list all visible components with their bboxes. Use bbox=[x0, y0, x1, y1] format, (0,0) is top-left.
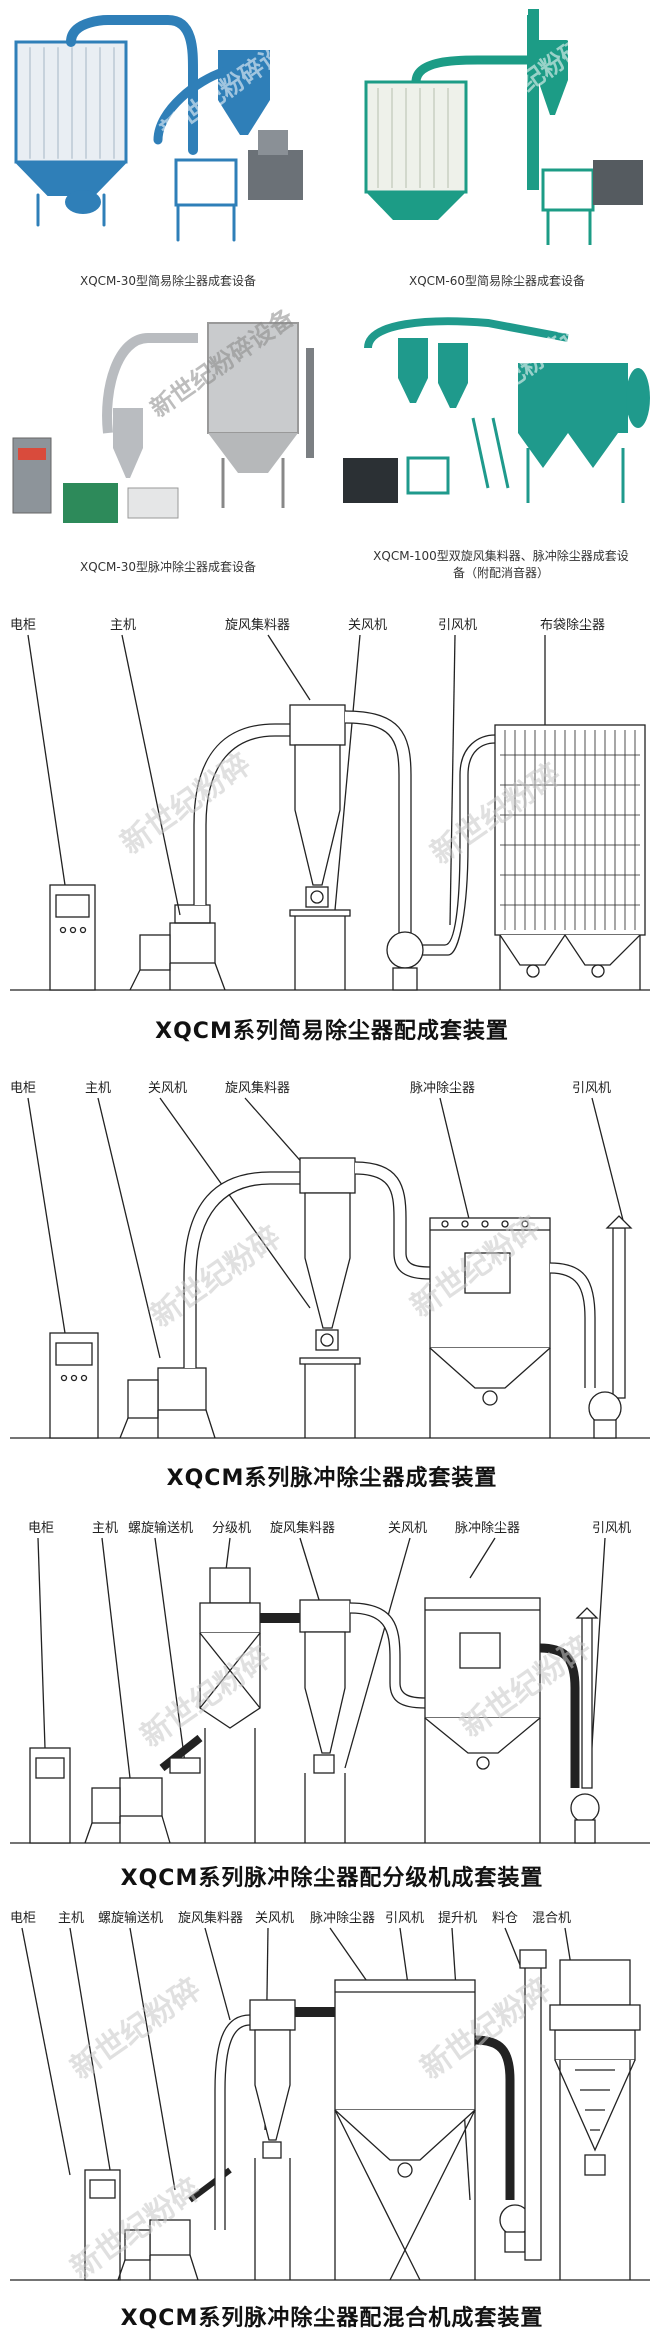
photo-caption-2: XQCM-60型简易除尘器成套设备 bbox=[409, 274, 585, 288]
diagram-pulse-with-classifier: 电柜 主机 螺旋输送机 分级机 旋风集料器 关风机 脉冲除尘器 引风机 新世纪粉… bbox=[0, 1508, 664, 1908]
diagram-label: 混合机 bbox=[532, 1911, 571, 1926]
diagram-label: 电柜 bbox=[10, 1081, 36, 1096]
diagram-label: 旋风集料器 bbox=[225, 1080, 290, 1096]
diagram-label: 旋风集料器 bbox=[225, 617, 290, 633]
diagram-label: 分级机 bbox=[212, 1521, 251, 1536]
dust-collector-set-photo-icon: 新世纪粉碎设备 bbox=[364, 5, 643, 245]
diagram-label: 引风机 bbox=[572, 1081, 611, 1096]
diagram-label: 引风机 bbox=[438, 618, 477, 633]
product-photo-3: 新世纪粉碎设备 bbox=[8, 303, 328, 553]
pulse-collector-set-photo-icon: 新世纪粉碎设备 bbox=[12, 303, 314, 523]
diagram-label: 脉冲除尘器 bbox=[455, 1521, 520, 1536]
diagram-watermark: 新世纪粉碎 bbox=[65, 1972, 208, 2087]
diagram-label: 旋风集料器 bbox=[270, 1520, 335, 1536]
simple-dust-collector-diagram: 电柜 主机 旋风集料器 关风机 引风机 布袋除尘器 新世纪粉碎 新世纪粉碎 bbox=[10, 617, 650, 991]
diagram-label: 主机 bbox=[58, 1911, 84, 1926]
diagram-label: 布袋除尘器 bbox=[540, 618, 605, 633]
diagram-label: 主机 bbox=[85, 1081, 111, 1096]
diagram-label: 关风机 bbox=[388, 1521, 427, 1536]
diagram-label: 电柜 bbox=[28, 1521, 54, 1536]
product-photo-4: 新世纪粉碎设备 bbox=[338, 303, 656, 553]
product-photo-2: 新世纪粉碎设备 bbox=[338, 5, 656, 265]
photo-caption-3: XQCM-30型脉冲除尘器成套设备 bbox=[80, 560, 256, 574]
photo-watermark: 新世纪粉碎设备 bbox=[155, 25, 309, 145]
pulse-dust-collector-diagram: 电柜 主机 关风机 旋风集料器 脉冲除尘器 引风机 新世纪粉碎 新世纪粉碎 bbox=[10, 1080, 650, 1439]
diagram-label: 螺旋输送机 bbox=[128, 1520, 193, 1536]
pulse-with-classifier-diagram: 电柜 主机 螺旋输送机 分级机 旋风集料器 关风机 脉冲除尘器 引风机 新世纪粉… bbox=[10, 1520, 650, 1844]
diagram-watermark: 新世纪粉碎 bbox=[115, 747, 258, 862]
diagram-title: XQCM系列脉冲除尘器配分级机成套装置 bbox=[120, 1866, 544, 1891]
double-cyclone-set-photo-icon: 新世纪粉碎设备 bbox=[343, 303, 650, 503]
diagram-label: 关风机 bbox=[255, 1911, 294, 1926]
photo-caption-4: XQCM-100型双旋风集料器、脉冲除尘器成套设备（附配消音器） bbox=[373, 549, 629, 580]
diagram-title: XQCM系列脉冲除尘器成套装置 bbox=[166, 1466, 498, 1491]
diagram-label: 引风机 bbox=[385, 1911, 424, 1926]
diagram-label: 提升机 bbox=[438, 1910, 477, 1926]
diagram-label: 关风机 bbox=[148, 1081, 187, 1096]
dust-collector-set-photo-icon: 新世纪粉碎设备 bbox=[14, 15, 310, 242]
diagram-label: 脉冲除尘器 bbox=[310, 1911, 375, 1926]
diagram-pulse-dust-collector: 电柜 主机 关风机 旋风集料器 脉冲除尘器 引风机 新世纪粉碎 新世纪粉碎 XQ… bbox=[0, 1068, 664, 1508]
diagram-label: 主机 bbox=[110, 618, 136, 633]
diagram-label: 主机 bbox=[92, 1521, 118, 1536]
diagram-label: 脉冲除尘器 bbox=[410, 1081, 475, 1096]
diagram-label: 料仓 bbox=[492, 1911, 518, 1926]
diagram-title: XQCM系列简易除尘器配成套装置 bbox=[155, 1019, 509, 1044]
pulse-with-mixer-diagram: 电柜 主机 螺旋输送机 旋风集料器 关风机 脉冲除尘器 引风机 提升机 料仓 混… bbox=[10, 1910, 650, 2287]
diagram-label: 螺旋输送机 bbox=[98, 1910, 163, 1926]
photo-caption-1: XQCM-30型简易除尘器成套设备 bbox=[80, 274, 256, 288]
diagram-watermark: 新世纪粉碎 bbox=[145, 1220, 288, 1335]
diagram-label: 电柜 bbox=[10, 1911, 36, 1926]
product-photo-1: 新世纪粉碎设备 bbox=[8, 10, 328, 265]
diagram-pulse-with-mixer: 电柜 主机 螺旋输送机 旋风集料器 关风机 脉冲除尘器 引风机 提升机 料仓 混… bbox=[0, 1900, 664, 2337]
diagram-simple-dust-collector: 电柜 主机 旋风集料器 关风机 引风机 布袋除尘器 新世纪粉碎 新世纪粉碎 XQ… bbox=[0, 605, 664, 1065]
diagram-title: XQCM系列脉冲除尘器配混合机成套装置 bbox=[120, 2306, 544, 2331]
diagram-label: 电柜 bbox=[10, 618, 36, 633]
diagram-label: 引风机 bbox=[592, 1521, 631, 1536]
diagram-label: 关风机 bbox=[348, 618, 387, 633]
diagram-label: 旋风集料器 bbox=[178, 1910, 243, 1926]
